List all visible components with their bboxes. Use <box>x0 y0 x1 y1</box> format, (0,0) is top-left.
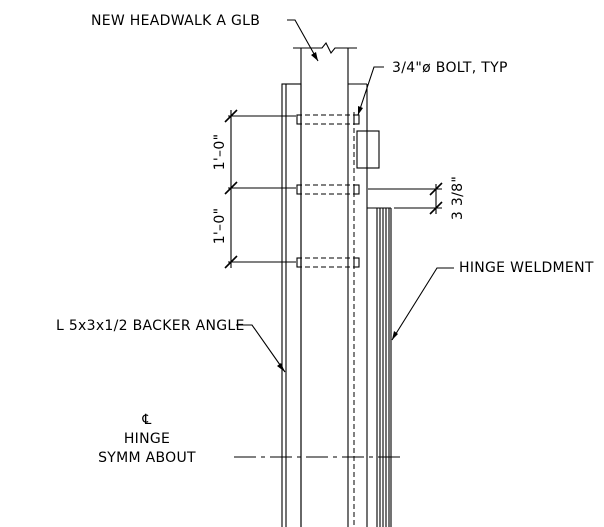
bolt-leader <box>357 66 384 116</box>
dimension-right-label: 3 3/8" <box>450 176 466 220</box>
backer-angle-leader <box>236 324 286 373</box>
offset-dimension <box>368 182 443 215</box>
bolt <box>296 257 360 268</box>
headwalk-leader <box>287 19 319 62</box>
flange-member <box>348 83 368 527</box>
headwalk-member <box>293 41 357 527</box>
hinge-label: HINGE <box>124 431 170 447</box>
dimension-upper-label: 1'–0" <box>212 134 228 171</box>
break-line <box>293 41 357 55</box>
bolt-arrowhead <box>358 106 363 115</box>
bolt-label: 3/4"ø BOLT, TYP <box>392 60 508 76</box>
dimension-lower-label: 1'–0" <box>212 208 228 245</box>
headwalk-label: NEW HEADWALK A GLB <box>91 13 260 29</box>
hinge-weldment-leader <box>391 267 454 341</box>
hinge-weldment-arrowhead <box>392 331 398 340</box>
hinge-weldment-label: HINGE WELDMENT <box>459 260 594 276</box>
centerline-symbol: ℄ <box>141 412 151 428</box>
bolt-spacing-dimension <box>224 109 296 269</box>
backer-angle-label: L 5x3x1/2 BACKER ANGLE <box>56 318 245 334</box>
backer-angle-arrowhead <box>277 363 285 372</box>
symm-about-label: SYMM ABOUT <box>98 450 196 466</box>
bolt <box>296 184 360 195</box>
backer-angle-member <box>281 83 302 527</box>
headwalk-arrowhead <box>311 52 318 61</box>
bolt <box>296 114 360 125</box>
hinge-weldment-member <box>356 130 392 527</box>
